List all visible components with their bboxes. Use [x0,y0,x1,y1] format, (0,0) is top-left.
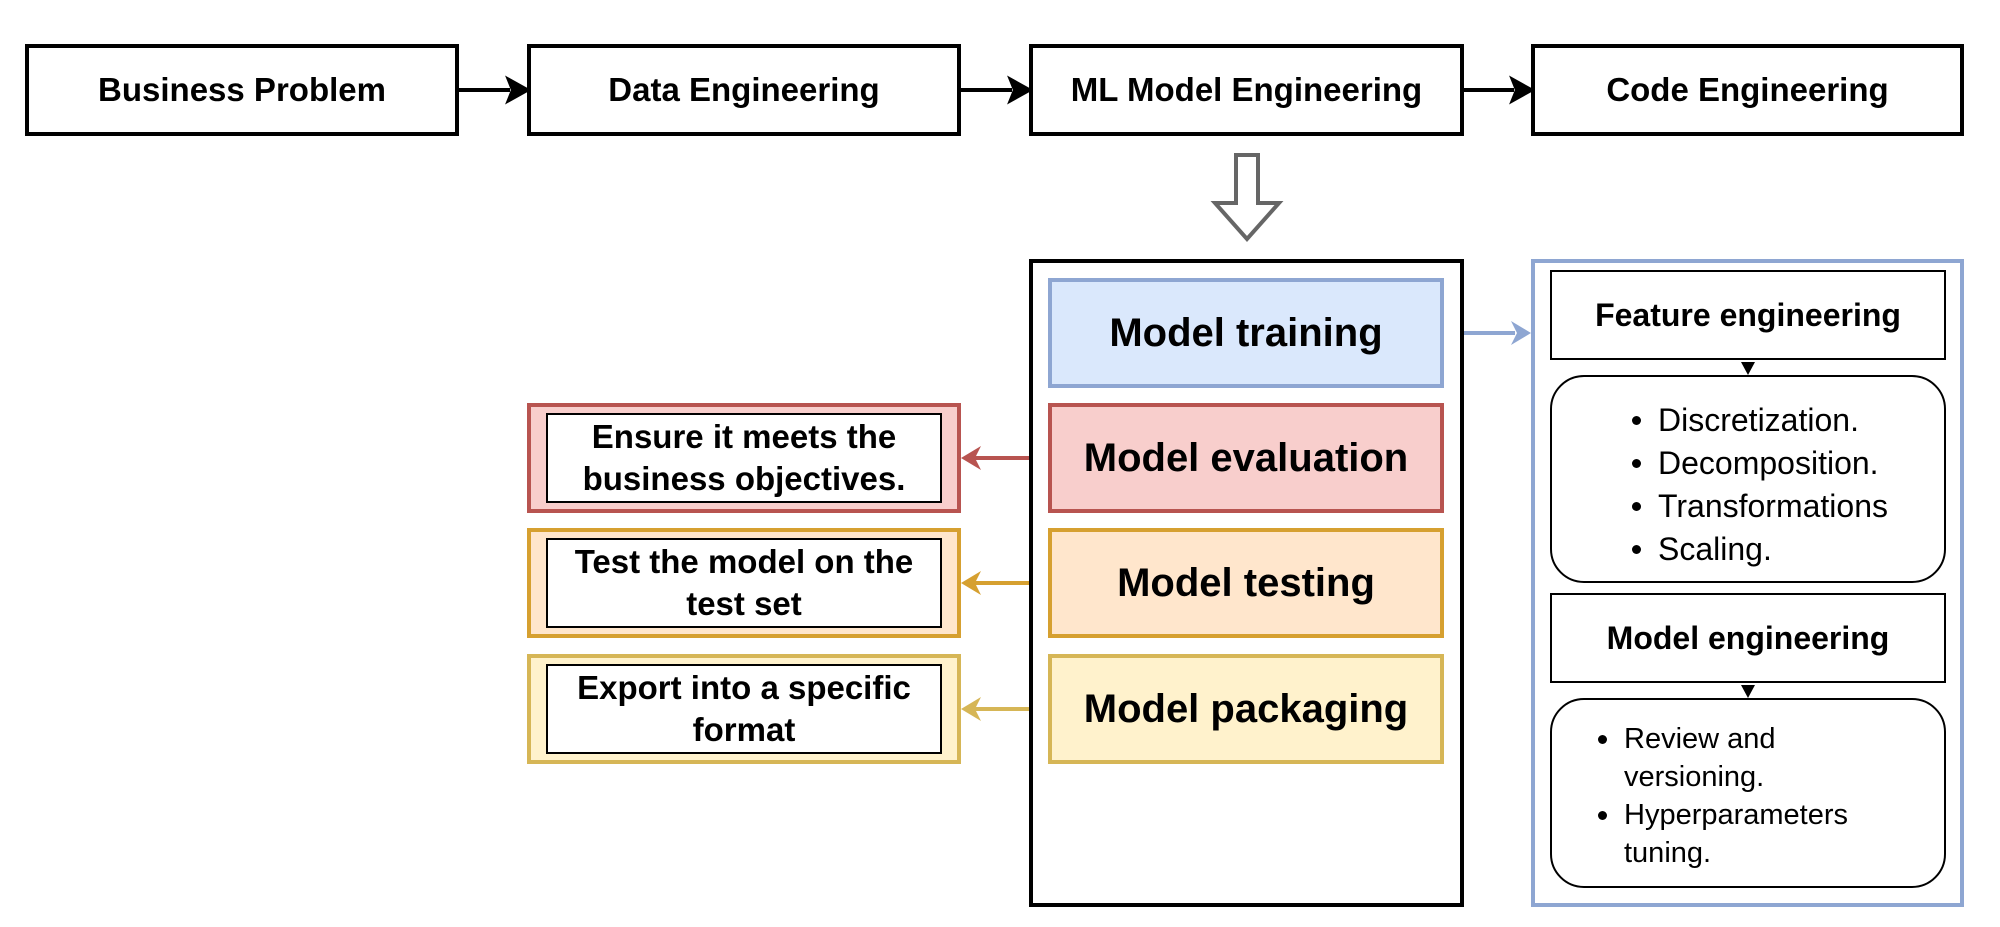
model-evaluation-label: Model evaluation [1083,435,1409,480]
pipeline-arrow [961,75,1034,105]
model-packaging-box: Model packaging [1048,654,1444,764]
evaluation-note-frame: Ensure it meets the business objectives. [527,403,961,513]
model-training-box: Model training [1048,278,1444,388]
list-item: Hyperparameters tuning. [1598,796,1884,872]
evaluation-note: Ensure it meets the business objectives. [546,413,942,503]
model-testing-box: Model testing [1048,528,1444,638]
pipeline-arrow [1464,75,1536,105]
packaging-note: Export into a specific format [546,664,942,754]
code-engineering-label: Code Engineering [1606,71,1889,108]
packaging-note-text: Export into a specific format [577,668,911,748]
list-item: Review and versioning. [1598,720,1844,796]
feature-engineering-title: Feature engineering [1595,296,1901,333]
list-item: Decomposition. [1632,442,1944,485]
ml-model-engineering-box: ML Model Engineering [1029,44,1464,136]
model-engineering-title: Model engineering [1606,619,1890,656]
code-engineering-box: Code Engineering [1531,44,1964,136]
expand-down-arrow [1210,153,1284,243]
model-engineering-header: Model engineering [1550,593,1946,683]
testing-note-frame: Test the model on the test set [527,528,961,638]
testing-note-text: Test the model on the test set [574,542,914,622]
data-engineering-label: Data Engineering [608,71,880,108]
list-item: Scaling. [1632,528,1944,571]
testing-note: Test the model on the test set [546,538,942,628]
model-packaging-label: Model packaging [1083,686,1409,731]
header-pointer-icon [1741,362,1755,375]
feature-engineering-list: Discretization. Decomposition. Transform… [1550,375,1946,583]
header-pointer-icon [1741,685,1755,698]
evaluation-note-text: Ensure it meets the business objectives. [582,417,906,497]
business-problem-label: Business Problem [98,71,386,108]
ml-model-engineering-label: ML Model Engineering [1070,71,1423,108]
data-engineering-box: Data Engineering [527,44,961,136]
model-engineering-list: Review and versioning. Hyperparameters t… [1550,698,1946,888]
model-evaluation-box: Model evaluation [1048,403,1444,513]
business-problem-box: Business Problem [25,44,459,136]
model-testing-label: Model testing [1117,560,1375,605]
list-item: Discretization. [1632,399,1944,442]
packaging-note-frame: Export into a specific format [527,654,961,764]
feature-engineering-header: Feature engineering [1550,270,1946,360]
model-training-label: Model training [1109,310,1383,355]
pipeline-arrow [459,75,532,105]
list-item: Transformations [1632,485,1944,528]
